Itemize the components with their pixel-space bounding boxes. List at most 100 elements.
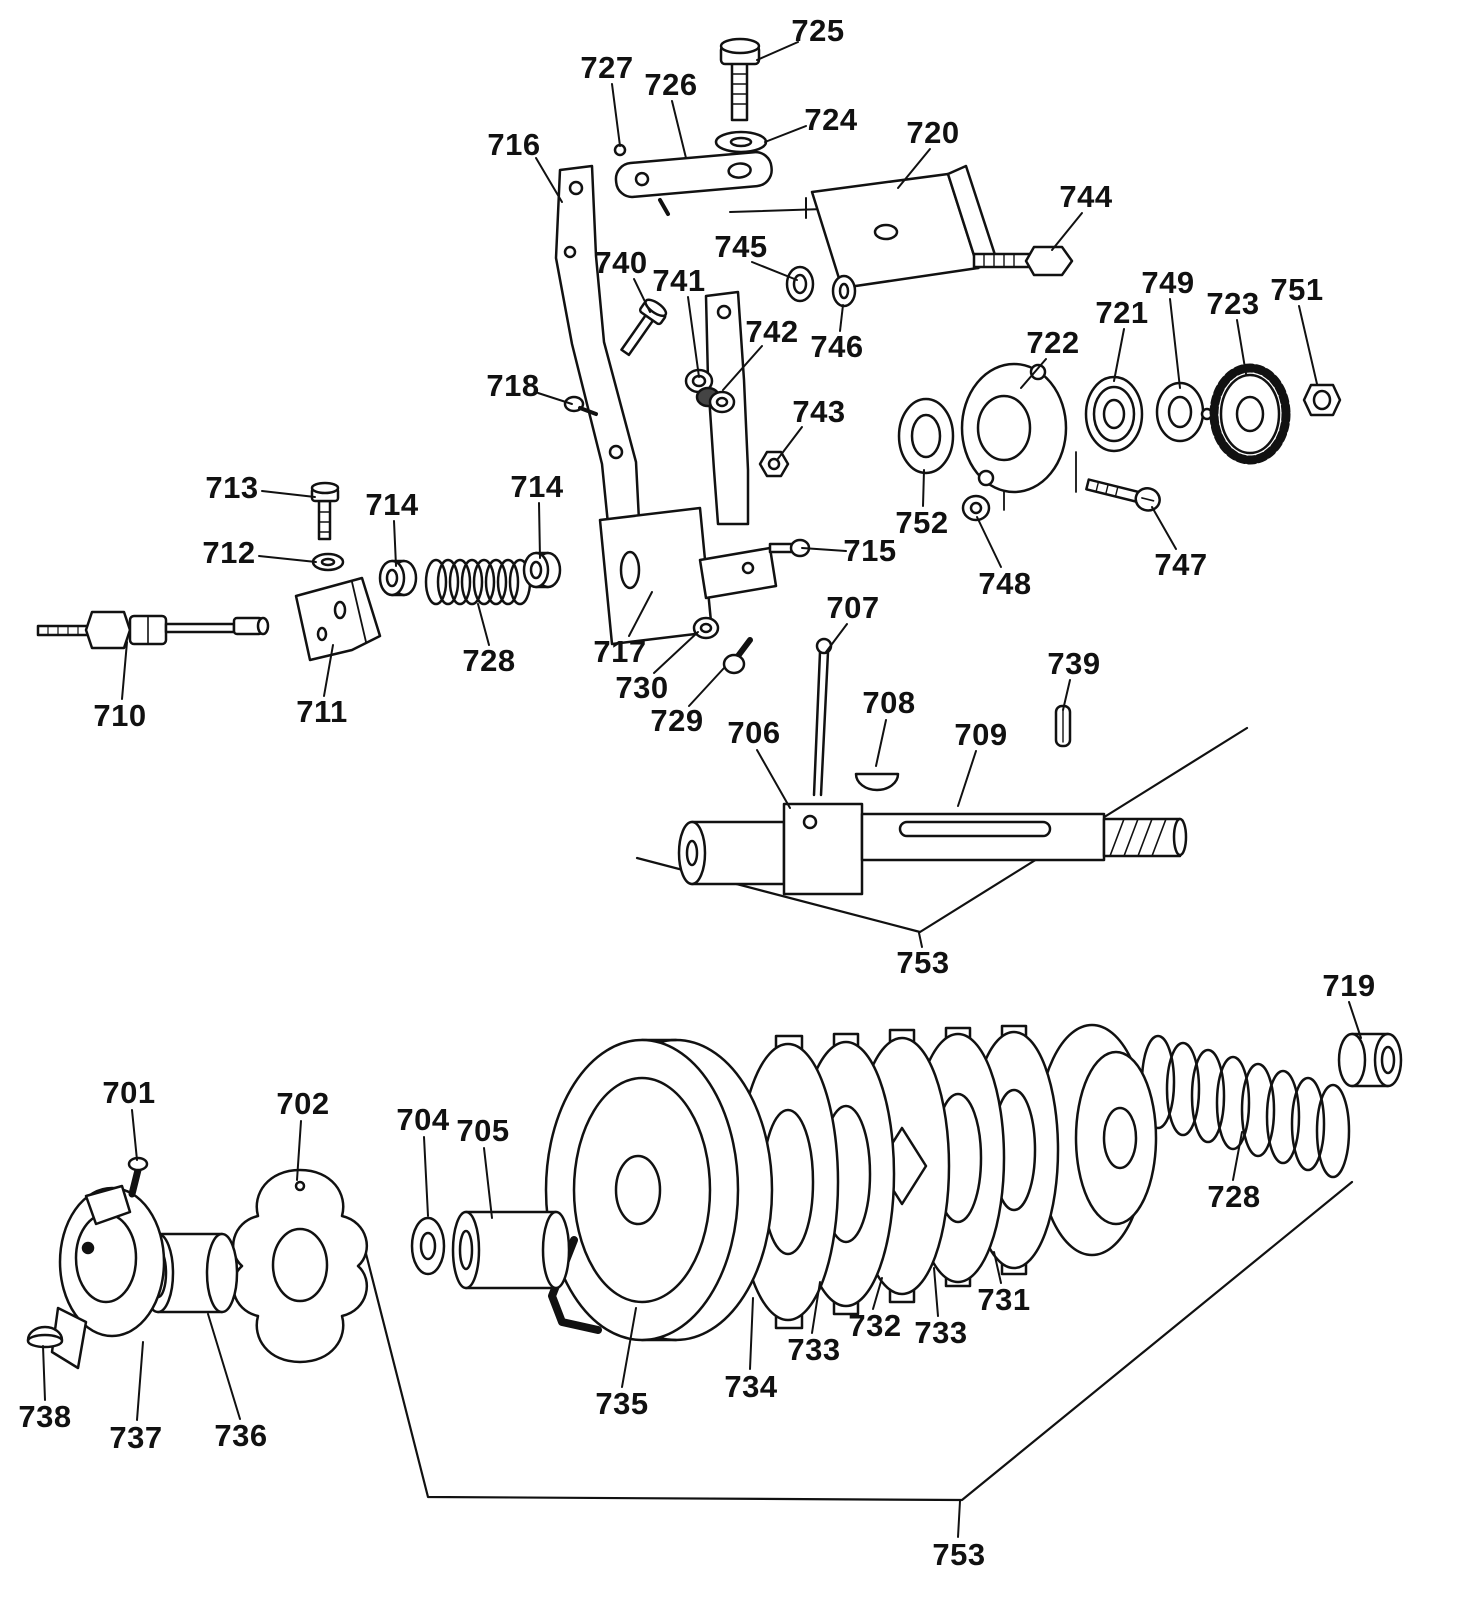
part-747-bolt — [1085, 478, 1161, 512]
part-label-748-26: 748 — [978, 566, 1032, 601]
part-label-726-2: 726 — [644, 67, 698, 102]
part-720-plate — [810, 164, 998, 290]
part-709-shaft — [677, 802, 1188, 896]
part-label-752-22: 752 — [895, 505, 949, 540]
part-label-717-28: 717 — [593, 634, 647, 669]
part-710-cable — [36, 610, 270, 650]
part-label-745-7: 745 — [714, 229, 768, 264]
part-745-nut — [785, 265, 815, 303]
part-label-733-47: 733 — [914, 1315, 968, 1350]
part-label-727-1: 727 — [580, 50, 634, 85]
part-label-740-8: 740 — [594, 245, 648, 280]
part-label-731-45: 731 — [977, 1282, 1031, 1317]
part-label-735-50: 735 — [595, 1386, 649, 1421]
part-726-arm — [614, 150, 773, 216]
part-label-720-4: 720 — [906, 115, 960, 150]
part-718-screw — [563, 395, 598, 416]
part-737-release-fork — [50, 1184, 166, 1370]
part-label-737-52: 737 — [109, 1420, 163, 1455]
part-label-725-0: 725 — [791, 13, 845, 48]
leader-lines — [42, 41, 1362, 1538]
part-705-hub — [451, 1210, 571, 1290]
part-label-704-42: 704 — [396, 1102, 450, 1137]
part-label-719-39: 719 — [1322, 968, 1376, 1003]
spring-seat-dish — [1035, 1023, 1158, 1257]
part-744-bolt — [972, 245, 1074, 277]
part-label-729-34: 729 — [650, 703, 704, 738]
part-708-key — [854, 772, 900, 792]
part-label-753-54: 753 — [932, 1537, 986, 1572]
part-711-bracket — [294, 576, 382, 662]
part-748-nut — [961, 494, 991, 522]
part-725-bolt — [719, 37, 761, 122]
part-706-shaft-block — [782, 802, 864, 896]
part-707-cotter-pin — [812, 637, 833, 797]
part-735-drum — [544, 1038, 774, 1342]
part-label-721-13: 721 — [1095, 295, 1149, 330]
part-701-pin — [127, 1156, 149, 1198]
part-label-747-25: 747 — [1154, 547, 1208, 582]
part-724-washer — [714, 130, 768, 154]
part-label-705-43: 705 — [456, 1113, 510, 1148]
part-label-751-11: 751 — [1270, 272, 1324, 307]
part-label-724-3: 724 — [804, 102, 858, 137]
part-739-pin — [1054, 704, 1072, 748]
part-label-749-10: 749 — [1141, 265, 1195, 300]
part-723-gear — [1209, 363, 1291, 465]
part-715-bolt — [768, 538, 811, 558]
part-746-washer — [831, 274, 857, 308]
part-label-744-6: 744 — [1059, 179, 1113, 214]
part-712-washer — [311, 552, 345, 572]
part-label-730-31: 730 — [615, 670, 669, 705]
part-753-lower-outline — [360, 1180, 1354, 1502]
part-719-bushing — [1337, 1032, 1403, 1088]
part-label-743-18: 743 — [792, 394, 846, 429]
part-717-bracket — [598, 506, 778, 646]
part-label-714-21: 714 — [510, 469, 564, 504]
part-label-711-33: 711 — [296, 694, 348, 729]
part-751-nut — [1302, 383, 1342, 417]
part-label-742-14: 742 — [745, 314, 799, 349]
part-721-bearing — [1084, 375, 1144, 453]
part-label-753-38: 753 — [896, 945, 950, 980]
part-label-722-15: 722 — [1026, 325, 1080, 360]
part-722-bearing-housing — [960, 362, 1077, 511]
part-label-732-46: 732 — [848, 1308, 902, 1343]
part-label-702-41: 702 — [276, 1086, 330, 1121]
part-label-738-53: 738 — [18, 1399, 72, 1434]
part-label-708-36: 708 — [862, 685, 916, 720]
part-label-709-37: 709 — [954, 717, 1008, 752]
part-728-spring-upper — [424, 558, 532, 606]
part-716-bracket — [554, 164, 750, 546]
part-label-707-27: 707 — [826, 590, 880, 625]
part-label-716-5: 716 — [487, 127, 541, 162]
part-label-712-23: 712 — [202, 535, 256, 570]
part-738-cap — [26, 1325, 64, 1349]
part-752-washer — [897, 397, 955, 475]
part-label-710-32: 710 — [93, 698, 147, 733]
part-743-nut — [758, 450, 790, 478]
part-label-746-16: 746 — [810, 329, 864, 364]
part-label-713-19: 713 — [205, 470, 259, 505]
part-label-736-51: 736 — [214, 1418, 268, 1453]
part-label-718-17: 718 — [486, 368, 540, 403]
part-label-715-24: 715 — [843, 533, 897, 568]
part-714-spacer-right — [522, 551, 562, 589]
part-728-spring-lower — [1140, 1034, 1351, 1179]
part-730-washer — [692, 616, 720, 640]
part-label-739-30: 739 — [1047, 646, 1101, 681]
part-749-bearing — [1155, 381, 1214, 443]
part-702-cam-plate — [232, 1168, 368, 1364]
part-label-723-12: 723 — [1206, 286, 1260, 321]
part-704-washer — [410, 1216, 446, 1276]
part-label-728-44: 728 — [1207, 1179, 1261, 1214]
part-label-706-35: 706 — [727, 715, 781, 750]
part-729-bolt — [722, 637, 753, 675]
part-label-728-29: 728 — [462, 643, 516, 678]
part-714-spacer-left — [378, 559, 418, 597]
part-label-714-20: 714 — [365, 487, 419, 522]
part-label-701-40: 701 — [102, 1075, 156, 1110]
part-740-bolt — [620, 298, 668, 357]
